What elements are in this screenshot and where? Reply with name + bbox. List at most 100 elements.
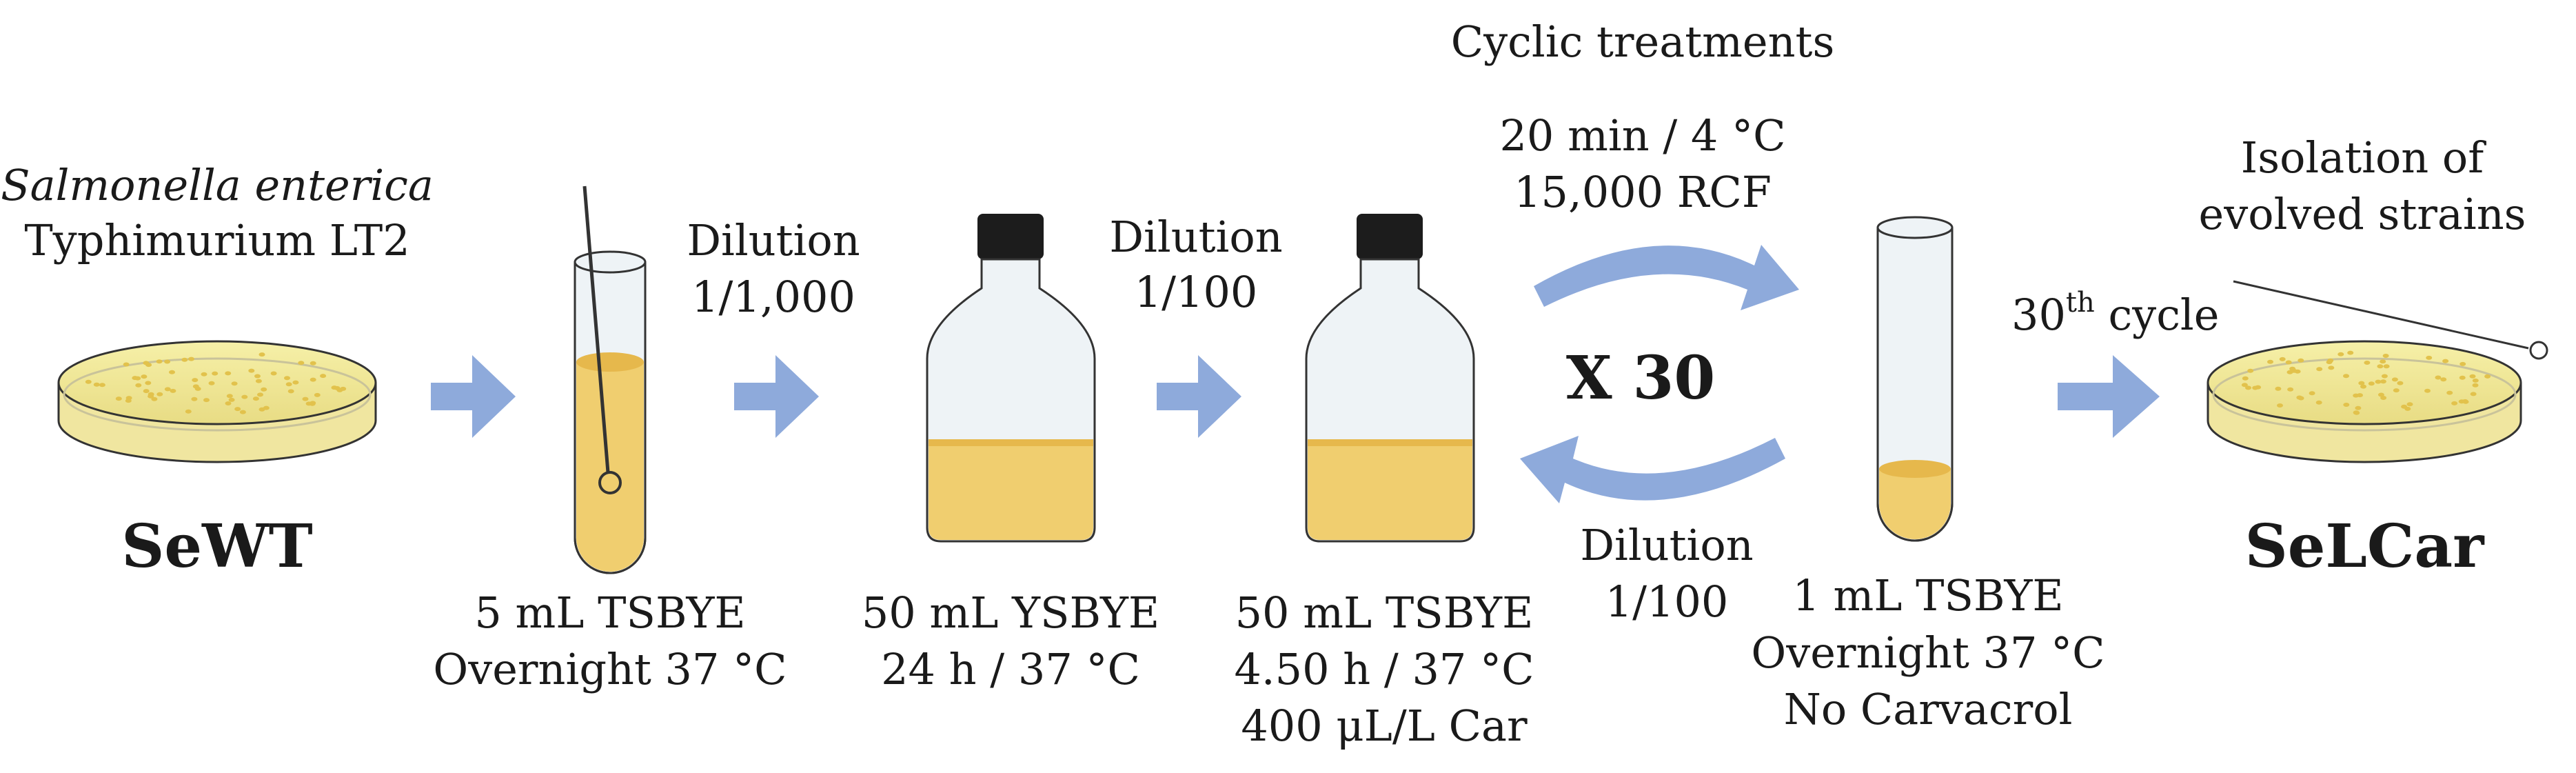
- colony-dot: [194, 386, 201, 391]
- colony-dot: [231, 381, 238, 386]
- step4-condition: Overnight 37 °C: [1751, 628, 2105, 678]
- colony-dot: [2343, 374, 2349, 379]
- colony-dot: [2360, 384, 2366, 389]
- curved-arrow-icon: [1520, 436, 1785, 503]
- colony-dot: [151, 396, 158, 401]
- colony-dot: [2446, 390, 2453, 395]
- colony-dot: [2287, 387, 2294, 392]
- colony-dot: [132, 376, 139, 381]
- final-code: SeLCar: [2245, 512, 2485, 581]
- colony-dot: [2255, 385, 2262, 390]
- test-tube-icon: [574, 250, 647, 574]
- colony-dot: [2375, 379, 2382, 384]
- colony-dot: [2368, 381, 2375, 386]
- cycle-number-label: 30th cycle: [2011, 287, 2219, 340]
- step2-volume: 50 mL YSBYE: [862, 588, 1159, 638]
- colony-dot: [2267, 359, 2273, 364]
- colony-dot: [331, 385, 338, 390]
- colony-dot: [302, 396, 309, 401]
- colony-dot: [99, 383, 105, 388]
- centrifuge-time: 20 min / 4 °C: [1499, 110, 1785, 161]
- colony-dot: [164, 387, 171, 392]
- colony-dot: [181, 357, 188, 362]
- colony-dot: [2377, 392, 2384, 397]
- colony-dot: [2426, 355, 2433, 360]
- step1-condition: Overnight 37 °C: [433, 644, 787, 694]
- colony-dot: [248, 368, 255, 373]
- colony-dot: [93, 382, 100, 387]
- colony-dot: [2383, 364, 2390, 369]
- colony-dot: [2364, 361, 2371, 365]
- colony-dot: [2277, 403, 2283, 408]
- colony-dot: [2380, 379, 2386, 384]
- inoculation-loop-icon: [582, 185, 622, 494]
- colony-dot: [255, 379, 262, 383]
- colony-dot: [261, 387, 267, 392]
- colony-dot: [2285, 360, 2292, 365]
- arrow-right-icon: [734, 355, 819, 438]
- step2-condition: 24 h / 37 °C: [881, 644, 1140, 694]
- step3-condition: 4.50 h / 37 °C: [1234, 644, 1534, 694]
- colony-dot: [225, 401, 232, 405]
- start-code: SeWT: [121, 512, 312, 581]
- colony-dot: [2472, 378, 2479, 383]
- colony-dot: [2298, 358, 2304, 363]
- colony-dot: [125, 396, 132, 401]
- dilution2-ratio: 1/100: [1135, 267, 1258, 317]
- culture-bottle-icon: [1305, 214, 1475, 543]
- strain-name: Typhimurium LT2: [24, 215, 409, 265]
- colony-dot: [2469, 374, 2476, 379]
- cycle-dilution-ratio: 1/100: [1605, 576, 1729, 627]
- colony-dot: [2381, 374, 2388, 379]
- colony-dot: [2459, 375, 2466, 380]
- colony-dot: [2435, 375, 2442, 380]
- colony-dot: [320, 374, 327, 379]
- colony-dot: [257, 392, 263, 397]
- dilution1-label: Dilution: [687, 215, 860, 265]
- colony-dot: [2347, 350, 2354, 355]
- colony-dot: [2442, 359, 2449, 363]
- cycle-word: cycle: [2095, 290, 2220, 340]
- colony-dot: [2472, 383, 2479, 388]
- colony-dot: [169, 370, 175, 374]
- colony-dot: [2451, 401, 2458, 405]
- colony-dot: [2440, 377, 2447, 382]
- colony-dot: [254, 374, 261, 379]
- test-tube-icon: [1876, 216, 1954, 542]
- colony-dot: [234, 407, 241, 412]
- repeat-count: X 30: [1566, 343, 1715, 413]
- colony-dot: [2275, 386, 2282, 391]
- colony-dot: [156, 392, 163, 396]
- colony-dot: [2309, 391, 2315, 396]
- colony-dot: [148, 392, 154, 396]
- colony-dot: [2241, 383, 2248, 388]
- colony-dot: [228, 397, 235, 402]
- colony-dot: [2242, 376, 2249, 381]
- colonies: [2241, 350, 2491, 415]
- colony-dot: [241, 394, 248, 399]
- cycle-number: 30: [2011, 290, 2066, 340]
- step4-no-carvacrol: No Carvacrol: [1784, 684, 2073, 734]
- colony-dot: [2391, 377, 2398, 382]
- colony-dot: [2328, 365, 2335, 370]
- culture-bottle-icon: [926, 214, 1096, 543]
- colony-dot: [2380, 396, 2387, 400]
- colony-dot: [2406, 402, 2413, 407]
- colony-dot: [340, 386, 347, 391]
- petri-dish-start-icon: [57, 340, 377, 463]
- dilution1-ratio: 1/1,000: [691, 272, 855, 322]
- colony-dot: [284, 376, 290, 381]
- colony-dot: [188, 357, 194, 361]
- colony-dot: [203, 398, 210, 403]
- colony-dot: [141, 374, 148, 379]
- colony-dot: [2358, 381, 2365, 385]
- step1-volume: 5 mL TSBYE: [474, 588, 745, 638]
- colony-dot: [143, 361, 150, 365]
- colony-dot: [212, 371, 219, 376]
- colony-dot: [2337, 352, 2344, 357]
- colony-dot: [123, 362, 130, 367]
- colony-dot: [314, 392, 321, 397]
- colony-dot: [145, 381, 152, 385]
- colony-dot: [292, 380, 299, 385]
